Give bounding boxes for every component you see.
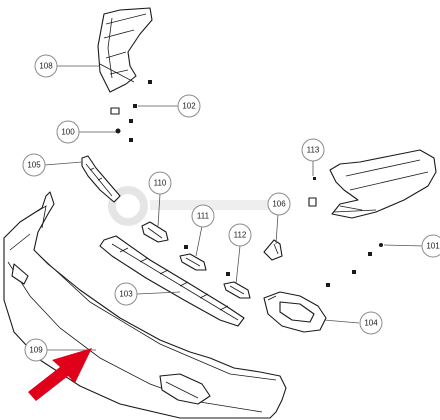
part-105-side-bracket xyxy=(81,155,121,203)
part-103-grille-strip xyxy=(99,235,245,327)
callout-111-label: 111 xyxy=(197,212,210,221)
callout-104: 104 xyxy=(359,311,383,335)
callout-113: 113 xyxy=(301,138,325,162)
callout-105: 105 xyxy=(22,153,46,177)
part-113-side-panel xyxy=(329,149,437,219)
callout-109-label: 109 xyxy=(29,346,43,355)
part-112-trim xyxy=(223,281,251,299)
callout-100: 100 xyxy=(56,120,80,144)
callout-111: 111 xyxy=(191,204,215,228)
part-111-trim xyxy=(179,253,207,271)
part-106-bracket xyxy=(263,239,283,261)
callout-100-label: 100 xyxy=(61,128,75,137)
callout-110: 110 xyxy=(148,171,172,195)
callout-113-label: 113 xyxy=(307,146,320,155)
callout-102: 102 xyxy=(177,94,201,118)
callout-112-label: 112 xyxy=(234,231,247,240)
callout-108: 108 xyxy=(34,54,58,78)
callout-110-label: 110 xyxy=(154,179,167,188)
callout-101-label: 101 xyxy=(426,242,440,251)
callout-105-label: 105 xyxy=(27,161,41,170)
callout-106: 106 xyxy=(267,192,291,216)
callout-104-label: 104 xyxy=(364,319,378,328)
watermark-logo xyxy=(108,186,270,226)
callout-112: 112 xyxy=(228,223,252,247)
callout-102-label: 102 xyxy=(182,102,196,111)
leader-lines xyxy=(44,65,425,351)
callout-109: 109 xyxy=(24,338,48,362)
callout-108-label: 108 xyxy=(39,62,53,71)
part-108-upper-bracket xyxy=(97,7,153,93)
callout-103: 103 xyxy=(114,282,138,306)
callout-101: 101 xyxy=(421,234,440,258)
part-104-fog-lamp-housing xyxy=(263,291,327,333)
callout-106-label: 106 xyxy=(272,200,286,209)
callout-103-label: 103 xyxy=(119,290,133,299)
red-pointer-arrow xyxy=(28,348,92,401)
fastener-clips xyxy=(110,80,383,287)
part-110-trim xyxy=(141,221,169,243)
